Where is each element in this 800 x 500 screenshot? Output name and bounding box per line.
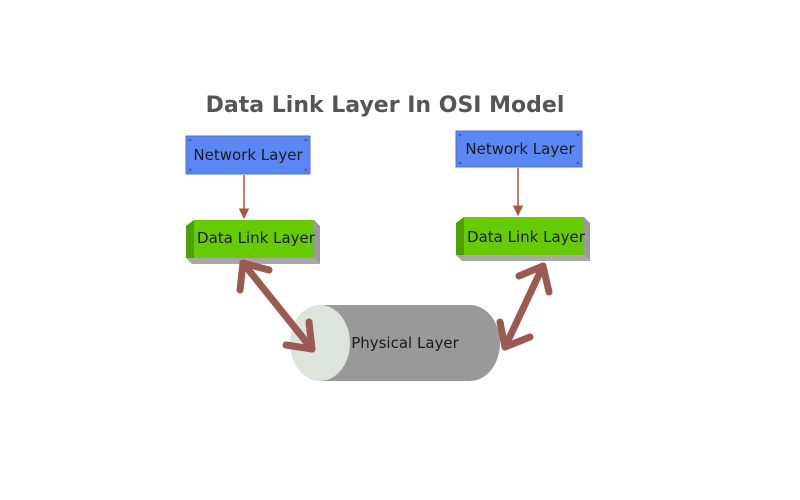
left-bidirectional-arrow [236, 259, 316, 353]
physical-layer-label: Physical Layer [351, 334, 459, 352]
diagram-title: Data Link Layer In OSI Model [206, 93, 565, 118]
right-bidirectional-arrow [496, 262, 553, 351]
right-network-layer-box: Network Layer [455, 130, 583, 168]
left-data-link-layer-box: Data Link Layer [186, 220, 320, 264]
right-data-link-layer-box: Data Link Layer [456, 217, 590, 261]
right-network-layer-label: Network Layer [465, 140, 575, 158]
right-data-link-layer-label: Data Link Layer [467, 228, 586, 246]
left-network-layer-label: Network Layer [193, 146, 303, 164]
physical-layer-cylinder: Physical Layer [290, 305, 500, 381]
left-network-layer-box: Network Layer [185, 135, 311, 175]
left-data-link-layer-label: Data Link Layer [197, 229, 316, 247]
